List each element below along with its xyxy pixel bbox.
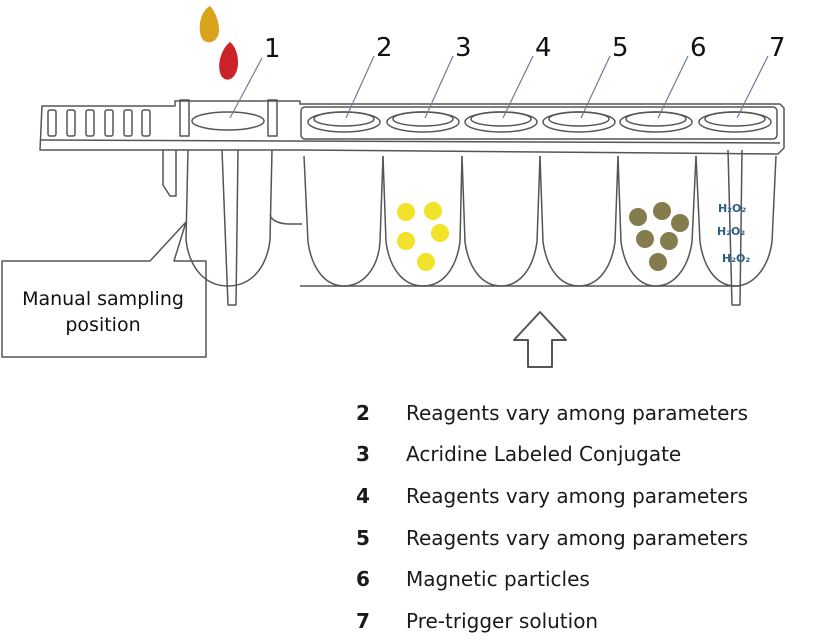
legend-row: 7 Pre-trigger solution [352, 600, 822, 642]
legend-text: Acridine Labeled Conjugate [406, 442, 682, 467]
legend: 2 Reagents vary among parameters 3 Acrid… [352, 392, 822, 642]
well-number-3: 3 [455, 33, 472, 63]
left-clip [162, 150, 177, 197]
sample-well-opening [191, 111, 265, 131]
legend-number: 4 [356, 483, 370, 508]
well-number-4: 4 [535, 33, 552, 63]
pre-trigger-labels: H₂O₂ H₂O₂ H₂O₂ [717, 202, 750, 265]
legend-text: Reagents vary among parameters [406, 400, 749, 425]
legend-row: 3 Acridine Labeled Conjugate [352, 434, 822, 476]
number-leader-lines [229, 55, 769, 119]
grip-ribs [47, 109, 151, 137]
right-leg [727, 149, 743, 306]
sample-well-post-left [179, 99, 190, 137]
reagent-well-bodies [303, 155, 777, 287]
legend-number: 2 [356, 400, 370, 425]
legend-number: 3 [356, 442, 370, 467]
legend-row: 2 Reagents vary among parameters [352, 392, 822, 434]
sample-well-body [185, 149, 273, 287]
legend-text: Reagents vary among parameters [406, 525, 749, 550]
well-number-1: 1 [264, 34, 281, 64]
callout-text: Manual sampling position [0, 286, 206, 338]
h2o2-label: H₂O₂ [718, 202, 746, 215]
reagent-seal-frame [300, 106, 778, 140]
legend-text: Reagents vary among parameters [406, 483, 749, 508]
well-number-2: 2 [376, 33, 393, 63]
legend-row: 4 Reagents vary among parameters [352, 475, 822, 517]
sample-well-post-right [267, 99, 278, 137]
legend-text: Magnetic particles [406, 567, 590, 592]
left-leg [221, 149, 239, 306]
reagent-well-caps [307, 111, 772, 133]
strip-top-edge [39, 139, 781, 144]
callout-box [1, 221, 207, 358]
sample-drop-orange [199, 6, 220, 43]
up-arrow [513, 311, 567, 368]
sample-drop-red [219, 42, 238, 80]
well-number-7: 7 [769, 33, 786, 63]
legend-number: 7 [356, 608, 370, 633]
legend-row: 5 Reagents vary among parameters [352, 517, 822, 559]
callout-line-2: position [65, 314, 141, 336]
well-connector [269, 214, 302, 225]
strip-top-plate [39, 100, 785, 155]
acridine-conjugate-beads [397, 202, 449, 271]
legend-row: 6 Magnetic particles [352, 558, 822, 600]
legend-text: Pre-trigger solution [406, 608, 599, 633]
legend-number: 6 [356, 567, 370, 592]
well-number-6: 6 [690, 33, 707, 63]
h2o2-label: H₂O₂ [717, 225, 745, 238]
well-number-5: 5 [612, 33, 629, 63]
well-number-labels: 1 2 3 4 5 6 7 [264, 33, 786, 64]
h2o2-label: H₂O₂ [722, 252, 750, 265]
callout-line-1: Manual sampling [22, 288, 184, 310]
magnetic-particles [629, 202, 689, 271]
legend-number: 5 [356, 525, 370, 550]
